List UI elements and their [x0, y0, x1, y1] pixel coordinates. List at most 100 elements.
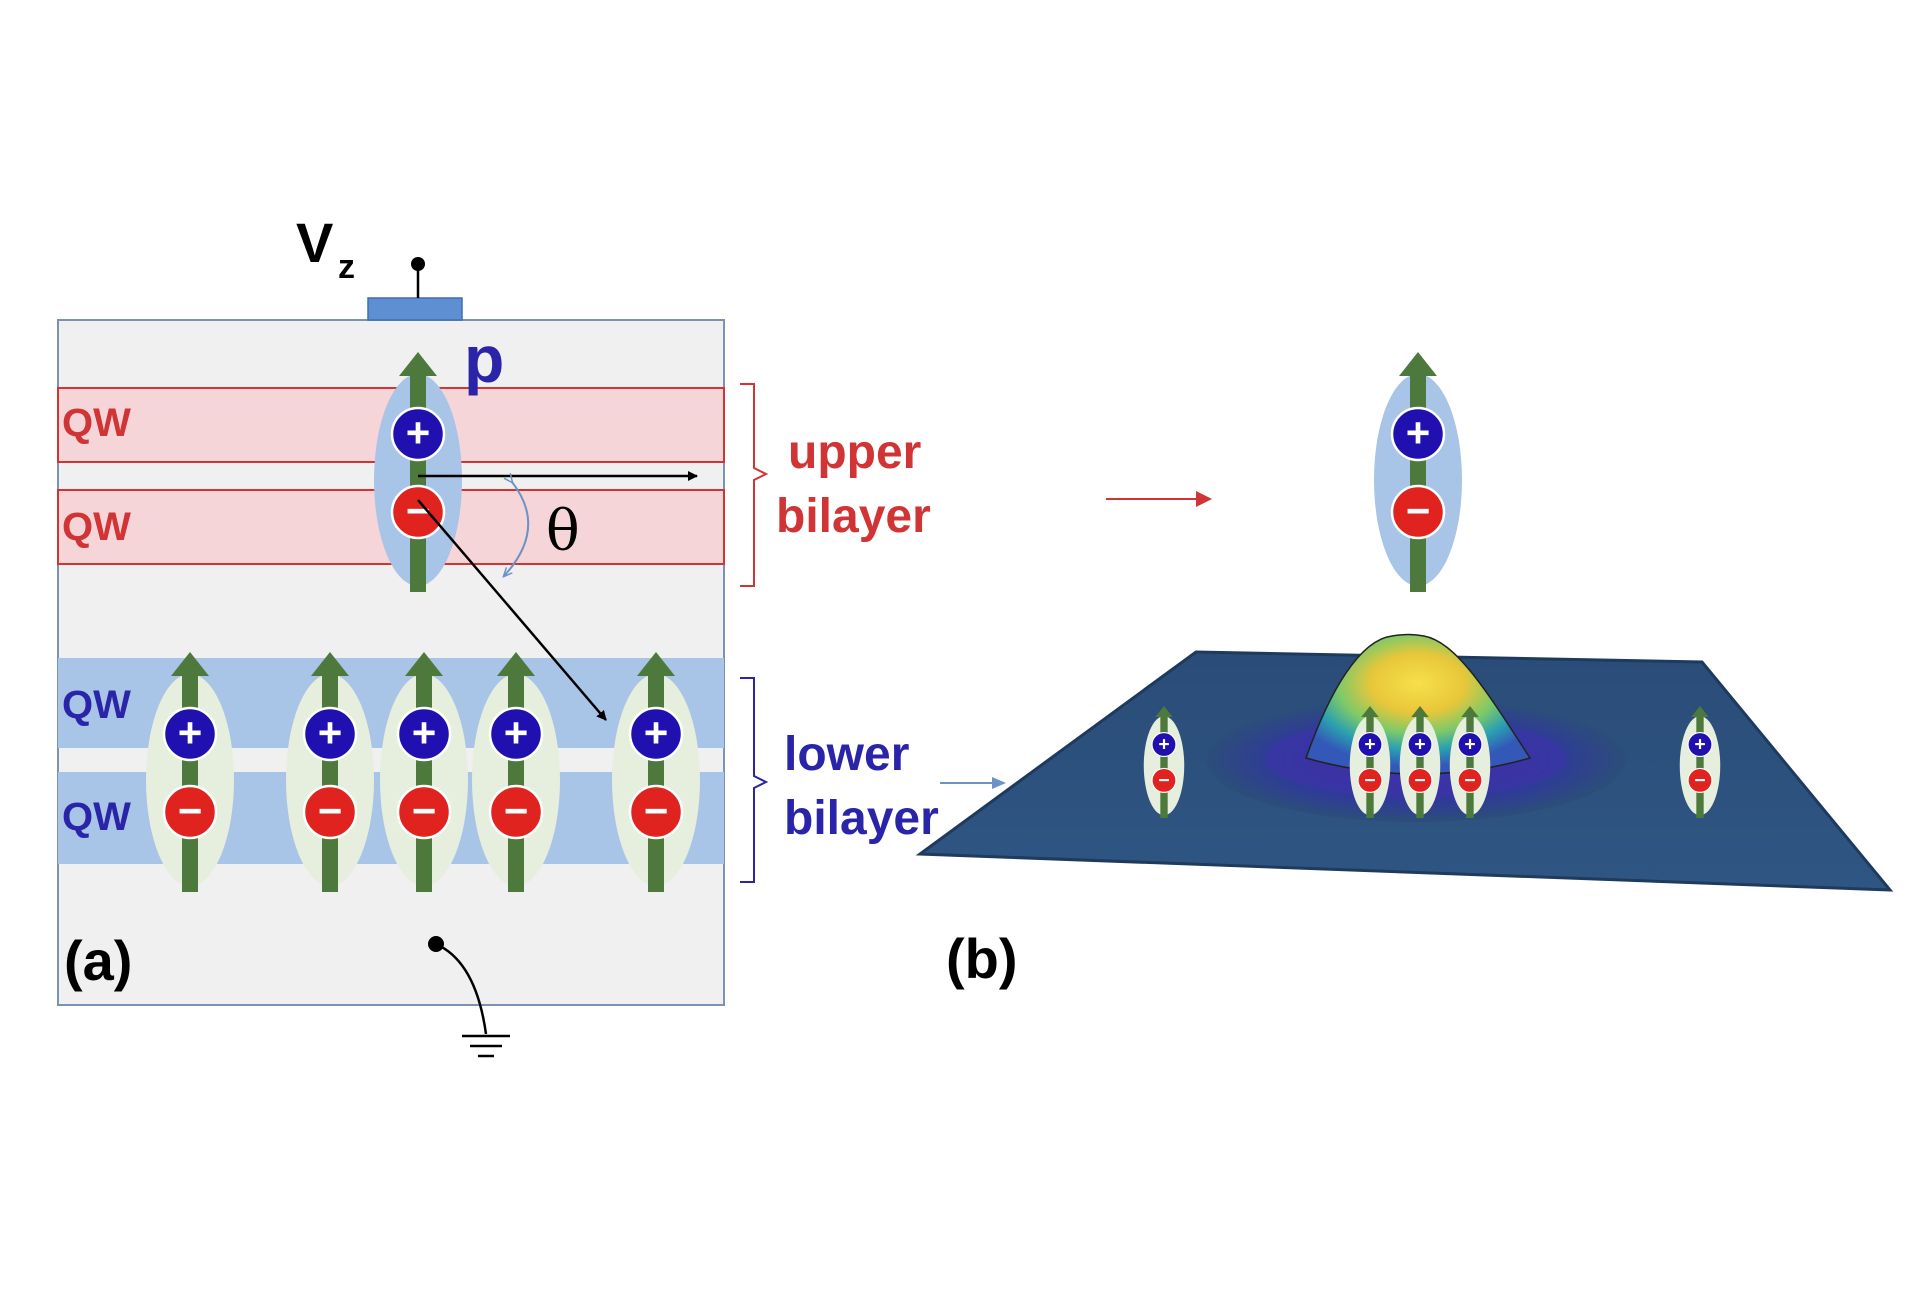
electron-charge: [628, 784, 684, 840]
dipole-arrowhead: [1461, 706, 1479, 718]
dipole-shaft: [416, 672, 432, 892]
ground-wire: [435, 942, 488, 1035]
minus-sign: −: [504, 787, 529, 834]
electron-charge: [162, 784, 218, 840]
hole-charge: [1151, 731, 1177, 758]
dipole-shaft: [1160, 715, 1168, 818]
electron-charge: [1390, 484, 1446, 540]
lower-dipole-1: +−: [146, 652, 234, 892]
lower-pointer-arrowhead: [992, 777, 1006, 789]
dipole-shaft: [648, 672, 664, 892]
plus-sign: +: [1158, 735, 1169, 756]
dipole-shaft: [182, 672, 198, 892]
panel-b-lower-dipole-5: +−: [1679, 706, 1721, 818]
hole-charge: [390, 406, 446, 462]
panel-a-letter: (a): [64, 929, 132, 992]
plus-sign: +: [178, 709, 203, 756]
electron-charge: [396, 784, 452, 840]
lower-bilayer-label-line1: lower: [784, 728, 909, 781]
lower-dipole-5: +−: [612, 652, 700, 892]
plus-sign: +: [1406, 409, 1431, 456]
hole-charge: [1407, 731, 1433, 758]
panel-b-lower-dipole-4: +−: [1449, 706, 1491, 818]
panel-b-lower-dipole-1: +−: [1143, 706, 1185, 818]
electron-charge: [390, 484, 446, 540]
plus-sign: +: [406, 409, 431, 456]
upper-dipole-figure: +−: [374, 352, 462, 592]
upper-bilayer-label-line1: upper: [788, 426, 921, 479]
angle-label: θ: [546, 499, 580, 564]
dipole-shaft: [1696, 715, 1704, 818]
gate-electrode: [367, 297, 463, 321]
plus-sign: +: [1694, 735, 1705, 756]
dipole-shaft: [1416, 715, 1424, 818]
minus-sign: −: [1158, 770, 1169, 791]
panel-b-upper-dipole: +−: [1374, 352, 1462, 592]
electron-charge: [302, 784, 358, 840]
minus-sign: −: [1464, 770, 1475, 791]
dipole-shaft: [1366, 715, 1374, 818]
minus-sign: −: [1414, 770, 1425, 791]
electron-charge: [1457, 767, 1483, 793]
interaction-arrow: [417, 499, 607, 721]
upper-pointer-arrowhead: [1196, 491, 1212, 507]
plus-sign: +: [412, 709, 437, 756]
lower-dipole-2: +−: [286, 652, 374, 892]
dipole-shaft: [508, 672, 524, 892]
lower-dipole-3: +−: [380, 652, 468, 892]
plus-sign: +: [1364, 735, 1375, 756]
dipole-arrowhead: [399, 352, 437, 376]
minus-sign: −: [1406, 487, 1431, 534]
dipole-arrowhead: [405, 652, 443, 676]
hole-charge: [396, 706, 452, 762]
dipole-arrowhead: [497, 652, 535, 676]
voltage-subscript: z: [338, 248, 355, 286]
hole-charge: [1357, 731, 1383, 758]
dipole-arrowhead: [1691, 706, 1709, 718]
hole-charge: [1687, 731, 1713, 758]
electron-charge: [488, 784, 544, 840]
dipole-arrowhead: [311, 652, 349, 676]
gate-terminal: [411, 257, 425, 271]
upper-qw-label-2: QW: [62, 505, 131, 549]
dipole-arrowhead: [1411, 706, 1429, 718]
plus-sign: +: [504, 709, 529, 756]
panel-a: V z QW QW QW QW +− p +−+−+−+−+− θ upper …: [57, 211, 939, 1058]
minus-sign: −: [1694, 770, 1705, 791]
ground-icon: [462, 1034, 510, 1058]
plus-sign: +: [1414, 735, 1425, 756]
dipole-label: p: [464, 322, 504, 396]
plus-sign: +: [644, 709, 669, 756]
plus-sign: +: [318, 709, 343, 756]
panel-b-dipoles: +−+−+−+−+−+−: [1143, 352, 1721, 818]
panel-b-letter: (b): [946, 927, 1018, 990]
dipole-shaft: [322, 672, 338, 892]
hole-charge: [1390, 406, 1446, 462]
minus-sign: −: [318, 787, 343, 834]
dipole-arrowhead: [171, 652, 209, 676]
panel-b-lower-dipole-3: +−: [1399, 706, 1441, 818]
lower-bilayer-brace: [740, 677, 769, 883]
minus-sign: −: [1364, 770, 1375, 791]
upper-qw-label-1: QW: [62, 401, 131, 445]
dipole-shaft: [410, 372, 426, 592]
dipole-arrowhead: [1399, 352, 1437, 376]
hole-charge: [302, 706, 358, 762]
lower-qw-label-1: QW: [62, 683, 131, 727]
dipole-arrowhead: [1361, 706, 1379, 718]
electron-charge: [1357, 767, 1383, 793]
electron-charge: [1687, 767, 1713, 793]
minus-sign: −: [178, 787, 203, 834]
upper-bilayer-brace: [740, 383, 769, 587]
lower-dipole-4: +−: [472, 652, 560, 892]
electron-charge: [1151, 767, 1177, 793]
dipole-shaft: [1466, 715, 1474, 818]
dipole-arrowhead: [637, 652, 675, 676]
voltage-label: V: [296, 211, 333, 274]
hole-charge: [628, 706, 684, 762]
plus-sign: +: [1464, 735, 1475, 756]
lower-qw-label-2: QW: [62, 795, 131, 839]
minus-sign: −: [644, 787, 669, 834]
angle-arc: [504, 482, 530, 576]
lower-dipoles: +−+−+−+−+−: [146, 652, 700, 892]
